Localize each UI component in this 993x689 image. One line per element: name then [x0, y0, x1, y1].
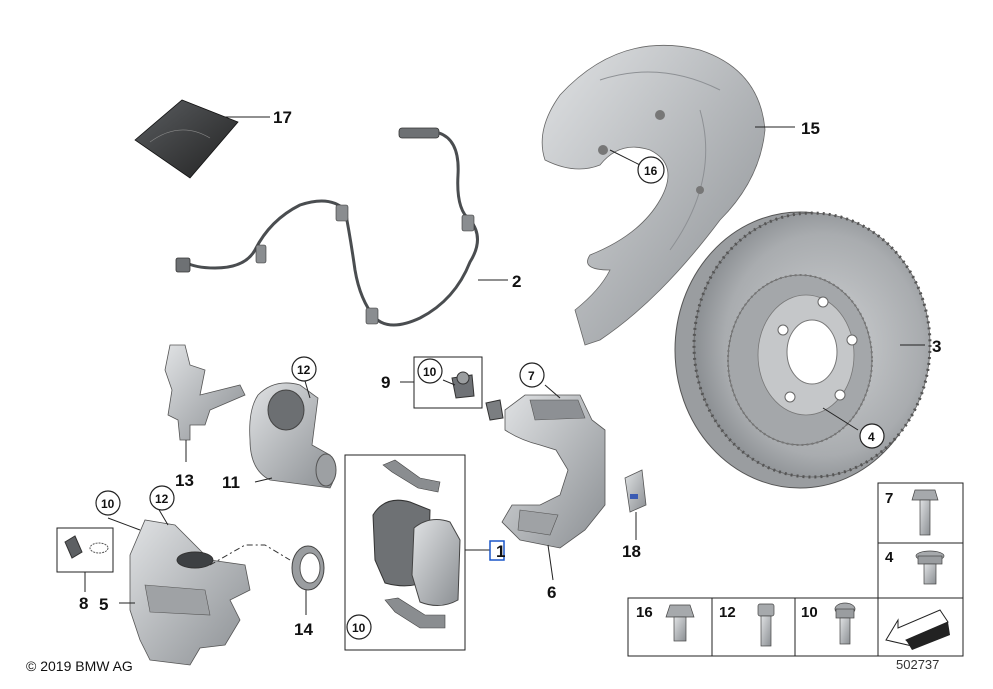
callout-12-caliper: 12	[155, 492, 169, 506]
part-8-group	[56, 527, 114, 592]
callout-5: 5	[99, 595, 108, 614]
callout-10-pads: 10	[352, 621, 366, 635]
callout-6: 6	[547, 583, 556, 602]
part-13-bracket	[164, 344, 246, 462]
arrow-icon	[885, 609, 950, 650]
bolt-10-icon	[834, 602, 856, 645]
fastener-table: 7 4 16 12 10	[627, 482, 964, 657]
bolt-4-icon	[915, 550, 945, 585]
part-17-mat	[134, 99, 270, 179]
table-cell-7: 7	[885, 490, 893, 507]
callout-8: 8	[79, 594, 88, 613]
table-cell-12: 12	[719, 604, 736, 621]
callout-4: 4	[868, 430, 875, 444]
part-18-sensor	[624, 469, 647, 540]
bolt-7-icon	[911, 489, 939, 536]
part-11-motor	[249, 380, 337, 489]
callout-13: 13	[175, 471, 194, 490]
callout-2: 2	[512, 272, 521, 291]
callout-7: 7	[528, 369, 535, 383]
callout-10-upper: 10	[423, 365, 437, 379]
callout-12-motor: 12	[297, 363, 311, 377]
callout-17: 17	[273, 108, 292, 127]
part-14-seal-ring	[291, 545, 325, 615]
callout-14: 14	[294, 620, 313, 639]
part-15-dust-shield	[541, 44, 795, 346]
part-1-pad-set	[344, 454, 505, 651]
callout-18: 18	[622, 542, 641, 561]
table-cell-16: 16	[636, 604, 653, 621]
part-2-wear-sensor	[175, 127, 508, 327]
part-9-group	[400, 356, 504, 421]
part-6-caliper-carrier	[501, 384, 606, 581]
bolt-12-icon	[757, 603, 775, 647]
callout-16: 16	[644, 164, 658, 178]
diagram-number: 502737	[896, 657, 939, 672]
part-3-brake-disc	[674, 211, 932, 489]
part-5-caliper	[107, 507, 291, 666]
table-cell-10: 10	[801, 604, 818, 621]
bolt-16-icon	[665, 604, 695, 642]
callout-1: 1	[496, 542, 505, 561]
table-cell-4: 4	[885, 549, 894, 566]
callout-11: 11	[222, 473, 240, 492]
callout-3: 3	[932, 337, 941, 356]
callout-10-caliper: 10	[101, 497, 115, 511]
callout-9: 9	[381, 373, 390, 392]
callout-15: 15	[801, 119, 820, 138]
copyright-text: © 2019 BMW AG	[26, 658, 133, 674]
